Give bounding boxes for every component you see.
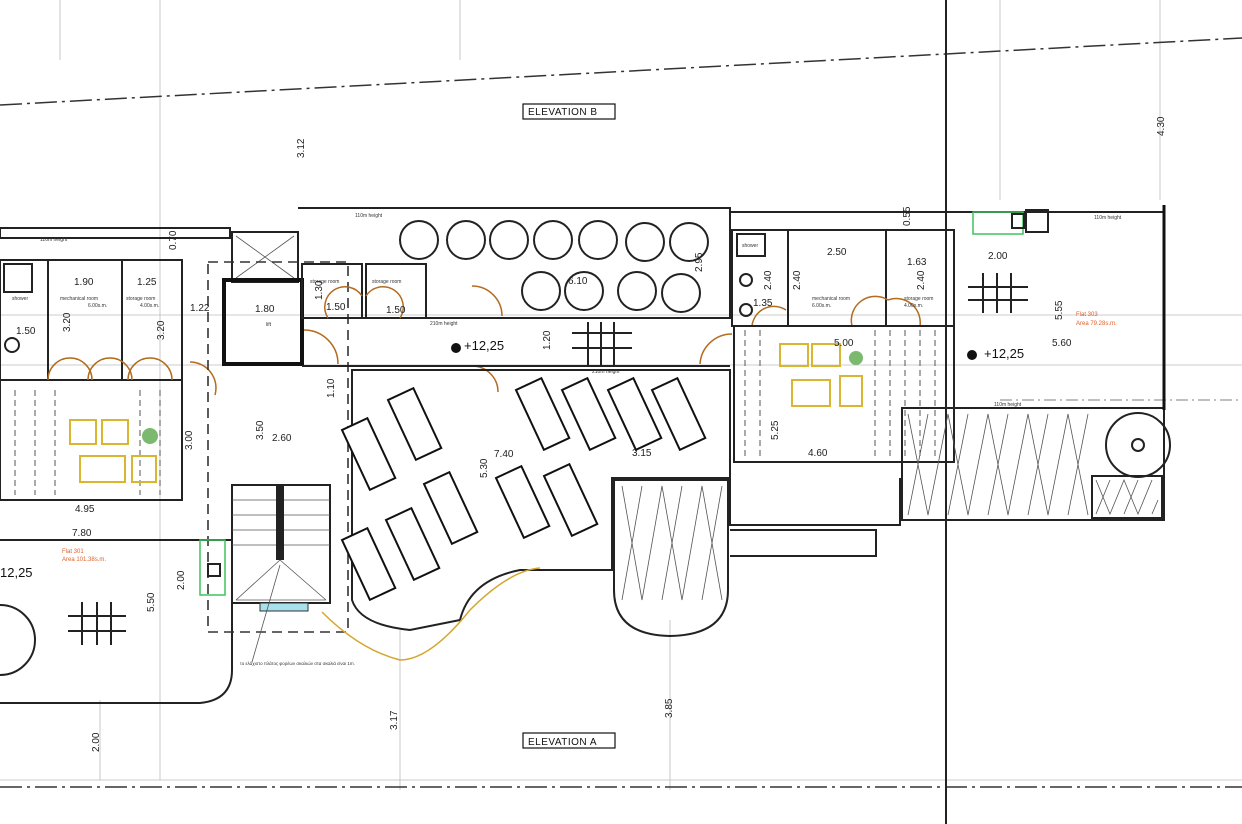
dimension-label: 3.20: [62, 312, 73, 332]
dimension-label: 1.63: [907, 257, 927, 268]
dimension-label: 1.50: [16, 326, 36, 337]
mechanical-room-label: mechanical room: [812, 296, 850, 302]
dimension-label: 3.17: [389, 710, 400, 730]
height-note: 110m height: [994, 402, 1022, 408]
dimension-label: 5.00: [834, 338, 854, 349]
dimension-label: 3.15: [632, 448, 652, 459]
flat-303-area: Area 79.28s.m.: [1076, 321, 1117, 327]
dimension-label: 2.50: [827, 247, 847, 258]
elevation-b-label: ELEVATION B: [528, 107, 598, 118]
dimension-label: 1.25: [137, 277, 157, 288]
mechanical-room-label: mechanical room: [60, 296, 98, 302]
elevation-b-tag: [522, 103, 616, 120]
elevation-a-label: ELEVATION A: [528, 737, 597, 748]
level-marker-icon: [967, 350, 977, 360]
dimension-label: 2.60: [272, 433, 292, 444]
landscape-outline: [321, 567, 541, 661]
storage-room-area: 4.00s.m.: [140, 303, 159, 309]
dimension-label: 2.40: [763, 270, 774, 290]
hash-symbol-icon: [572, 322, 632, 365]
dimension-label: 2.00: [988, 251, 1008, 262]
storage-room-label: storage room: [904, 296, 933, 302]
dimension-label: 4.30: [1156, 116, 1167, 136]
height-note: 110m height: [40, 237, 68, 243]
dimension-label: 3.85: [664, 698, 675, 718]
shower-label: shower: [742, 243, 758, 249]
flat-303-name: Flat 303: [1076, 312, 1098, 318]
plant-icon: [849, 351, 863, 365]
elevation-a-tag: [522, 732, 616, 749]
dimension-label: 6.10: [568, 276, 588, 287]
storage-room-label: storage room: [126, 296, 155, 302]
stair-core: [199, 231, 349, 663]
dimension-label: 4.95: [75, 504, 95, 515]
sunbeds: [340, 376, 707, 602]
central-north: +12,25: [298, 207, 733, 393]
dimension-label: 3.20: [156, 320, 167, 340]
lift-label: lift: [266, 322, 272, 328]
dimension-label: 5.50: [146, 592, 157, 612]
spiral-stair-east: [1105, 412, 1171, 478]
spiral-stair-west: [0, 604, 36, 676]
storage-room-b-label: storage room: [310, 279, 339, 285]
dimension-label: 3.12: [296, 138, 307, 158]
dimension-label: 3.50: [255, 420, 266, 440]
level-marker-icon: [451, 343, 461, 353]
dimension-label: 2.40: [792, 270, 803, 290]
dimensions: 3.12 4.30 0.70 1.90 1.25 3.20 3.20 1.22 …: [16, 116, 1167, 752]
stair-note: το ελάχιστο πλάτος φορέων σκαλιών στα σκ…: [240, 660, 355, 666]
west-wing: [0, 227, 233, 704]
flat-301-area: Area 101.38s.m.: [62, 557, 106, 563]
dimension-label: 1.30: [314, 280, 325, 300]
dimension-label: 5.25: [770, 420, 781, 440]
water-tanks: [399, 220, 709, 313]
dimension-label: 1.20: [542, 330, 553, 350]
dimension-label: 7.80: [72, 528, 92, 539]
dimension-label: 4.60: [808, 448, 828, 459]
mechanical-room-area: 6.00s.m.: [88, 303, 107, 309]
dimension-label: 0.55: [902, 206, 913, 226]
dimension-label: 5.30: [479, 458, 490, 478]
height-note: 110m height: [1094, 215, 1122, 221]
shower-label: shower: [12, 296, 28, 302]
mechanical-room-area: 6.00s.m.: [812, 303, 831, 309]
height-note: 210m height: [430, 321, 458, 327]
dimension-label: 1.22: [190, 303, 210, 314]
dimension-label: 1.10: [326, 378, 337, 398]
dimension-label: 1.35: [753, 298, 773, 309]
storage-room-area: 4.00s.m.: [904, 303, 923, 309]
lift-shaft: [222, 278, 304, 366]
east-wing: +12,25: [730, 205, 1171, 521]
dimension-label: 2.00: [176, 570, 187, 590]
dimension-label: 1.80: [255, 304, 275, 315]
dimension-label: 2.40: [916, 270, 927, 290]
level-label-main: +12,25: [464, 338, 504, 353]
height-note: 110m height: [355, 213, 383, 219]
hash-symbol-icon: [68, 602, 126, 645]
dimension-label: 7.40: [494, 449, 514, 460]
storage-room-b-label: storage room: [372, 279, 401, 285]
dimension-label: 1.50: [326, 302, 346, 313]
pool-deck: [321, 369, 731, 661]
dimension-label: 5.60: [1052, 338, 1072, 349]
plant-icon: [142, 428, 158, 444]
dimension-label: 1.50: [386, 305, 406, 316]
dimension-label: 2.00: [91, 732, 102, 752]
dimension-label: 0.70: [168, 230, 179, 250]
hash-symbol-icon: [968, 273, 1028, 313]
dimension-label: 3.00: [184, 430, 195, 450]
dimension-label: 2.95: [694, 252, 705, 272]
height-note: 210m height: [592, 369, 620, 375]
level-label-west: 12,25: [0, 565, 33, 580]
dimension-label: 1.90: [74, 277, 94, 288]
level-label-east: +12,25: [984, 346, 1024, 361]
void-pool: [613, 478, 901, 638]
flat-301-name: Flat 301: [62, 549, 84, 555]
boundary-line-top: [0, 37, 1242, 106]
dimension-label: 5.55: [1054, 300, 1065, 320]
